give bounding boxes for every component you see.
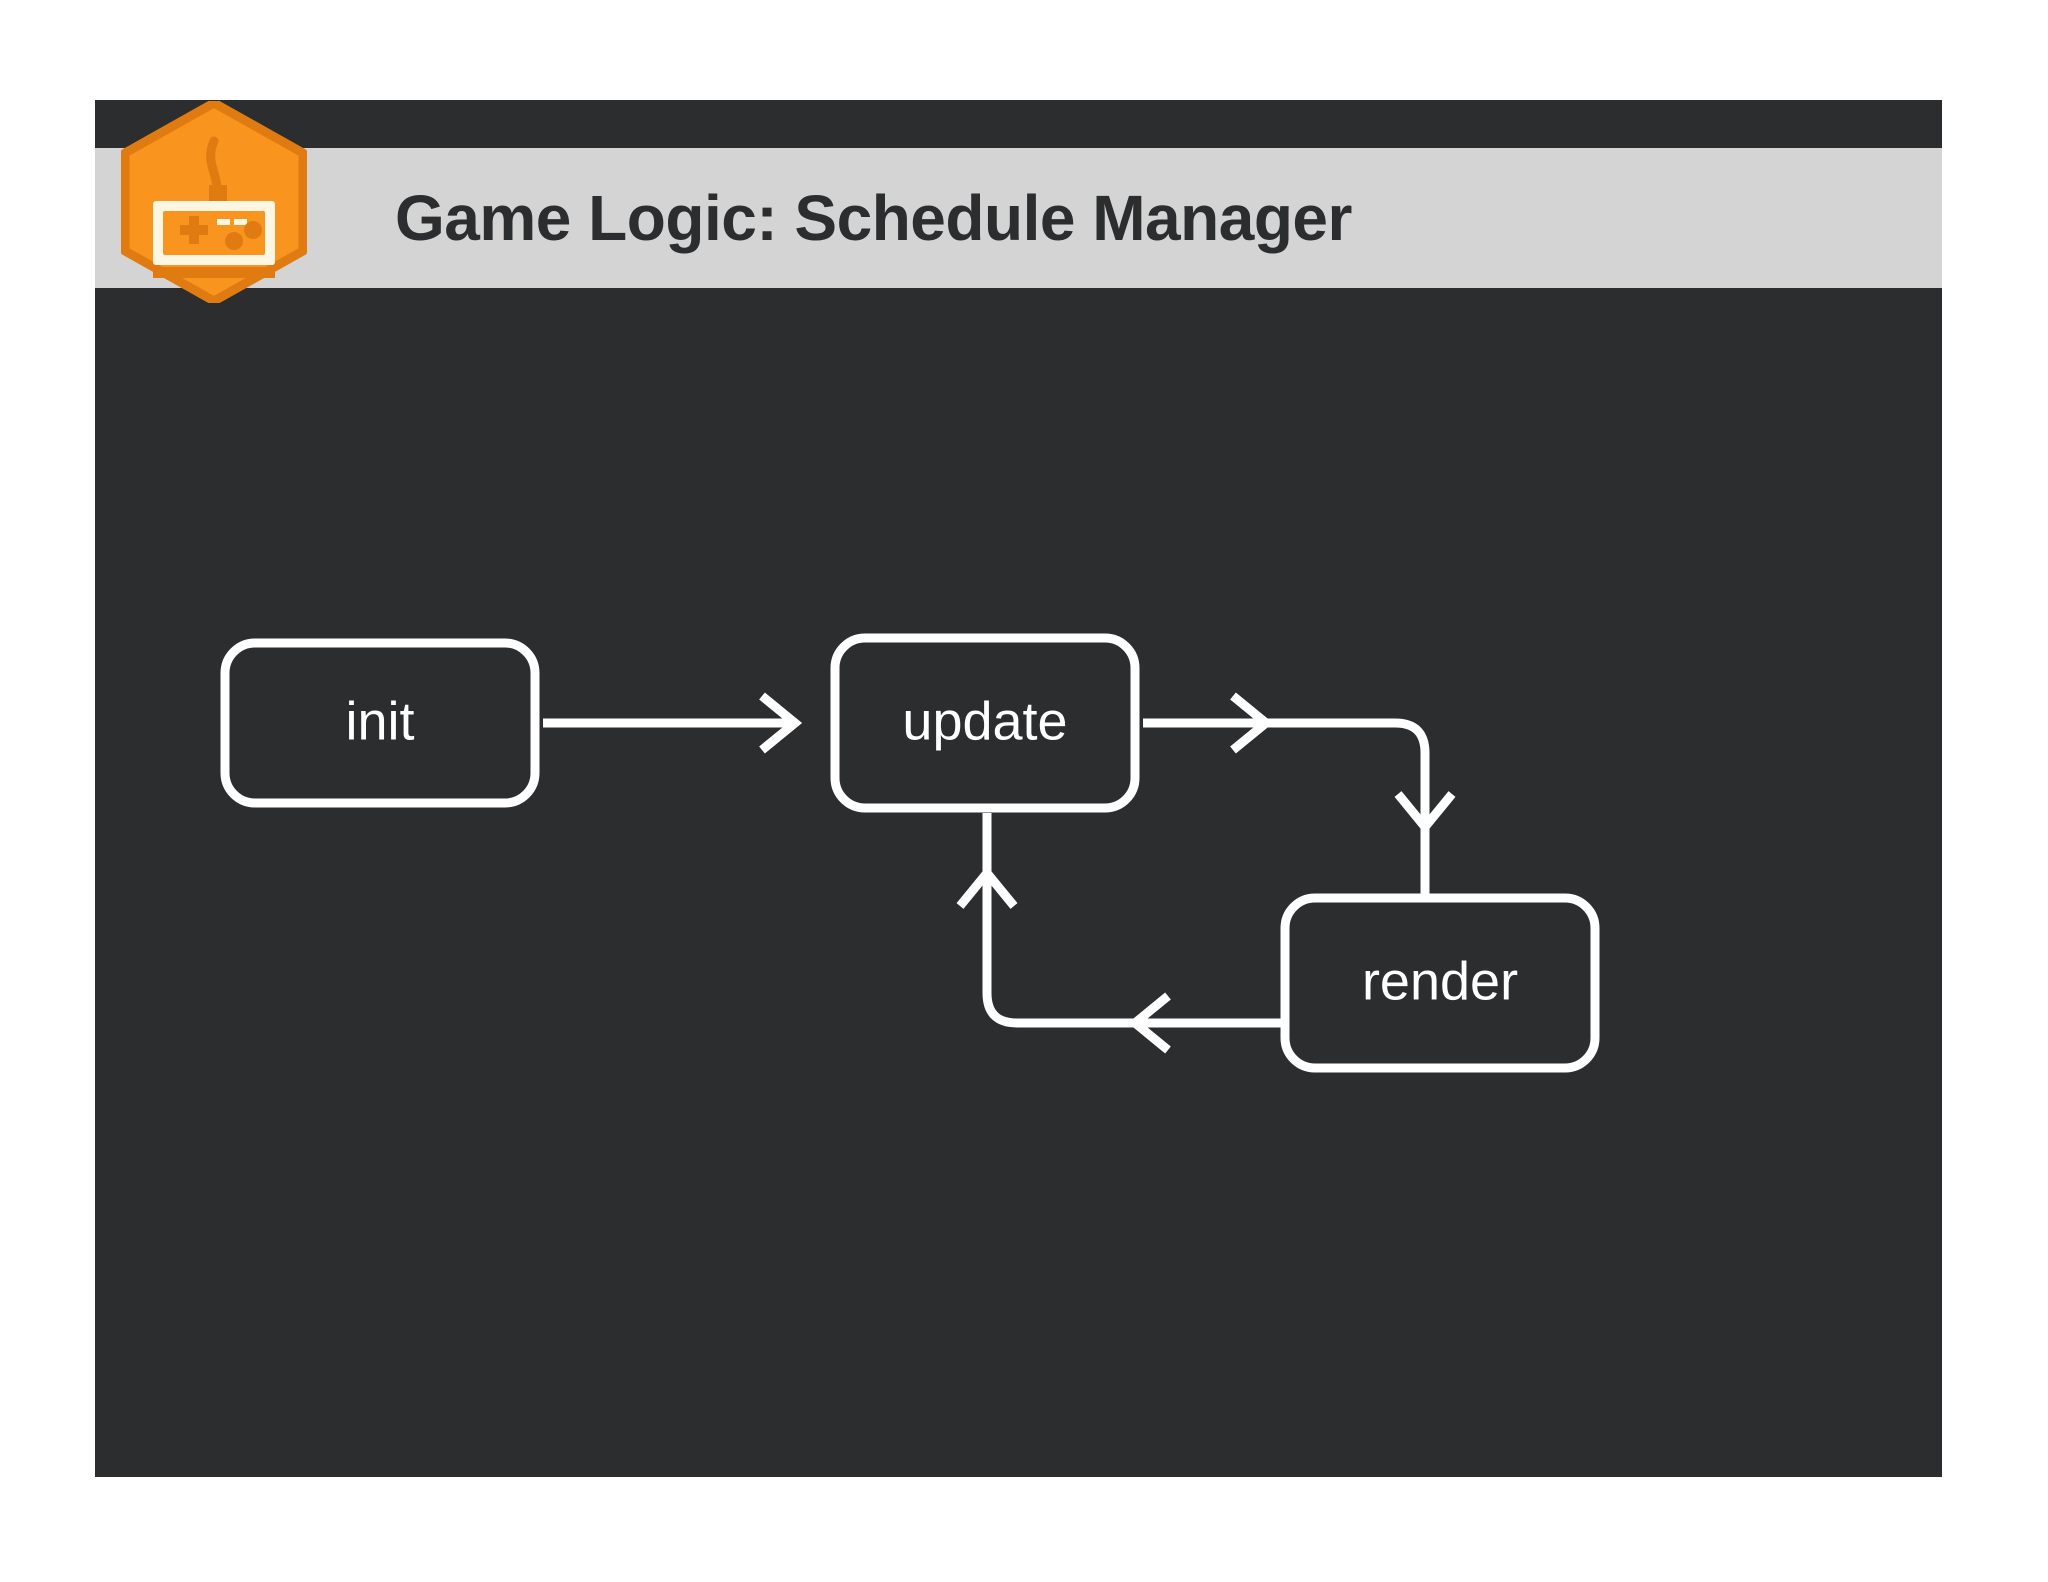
title-bar: Game Logic: Schedule Manager [95,148,1942,288]
node-init[interactable]: init [220,638,540,808]
edge-line [1143,718,1430,903]
dpad-vertical-icon [189,216,199,244]
page-title: Game Logic: Schedule Manager [395,182,1352,254]
node-update[interactable]: update [830,633,1140,813]
action-button-b-icon [225,232,243,250]
node-label: update [902,691,1067,751]
cable-plug-icon [209,185,227,203]
gamepad-badge-icon [121,101,307,303]
action-button-a-icon [244,221,262,239]
arrowhead-right-icon [759,692,803,754]
start-button-icon [234,219,247,225]
node-label: init [345,691,414,751]
select-button-icon [217,219,230,225]
node-box[interactable] [1280,893,1600,1073]
flowchart: init update render [220,633,1600,1073]
node-box[interactable] [220,638,540,808]
edge-update-to-render [1143,692,1456,903]
arrowhead-right-icon [1230,692,1274,754]
edge-render-to-update [956,813,1285,1054]
edge-line [982,813,1285,1028]
node-render[interactable]: render [1280,893,1600,1073]
node-box[interactable] [830,633,1140,813]
arrowhead-up-icon [956,865,1018,909]
cable-icon [206,136,222,194]
node-label: render [1362,951,1518,1011]
controller-base-icon [153,267,275,278]
slide: Game Logic: Schedule Manager [95,100,1942,1477]
arrowhead-down-icon [1394,791,1456,835]
arrowhead-left-icon [1127,992,1171,1054]
edge-init-to-update [543,692,803,754]
